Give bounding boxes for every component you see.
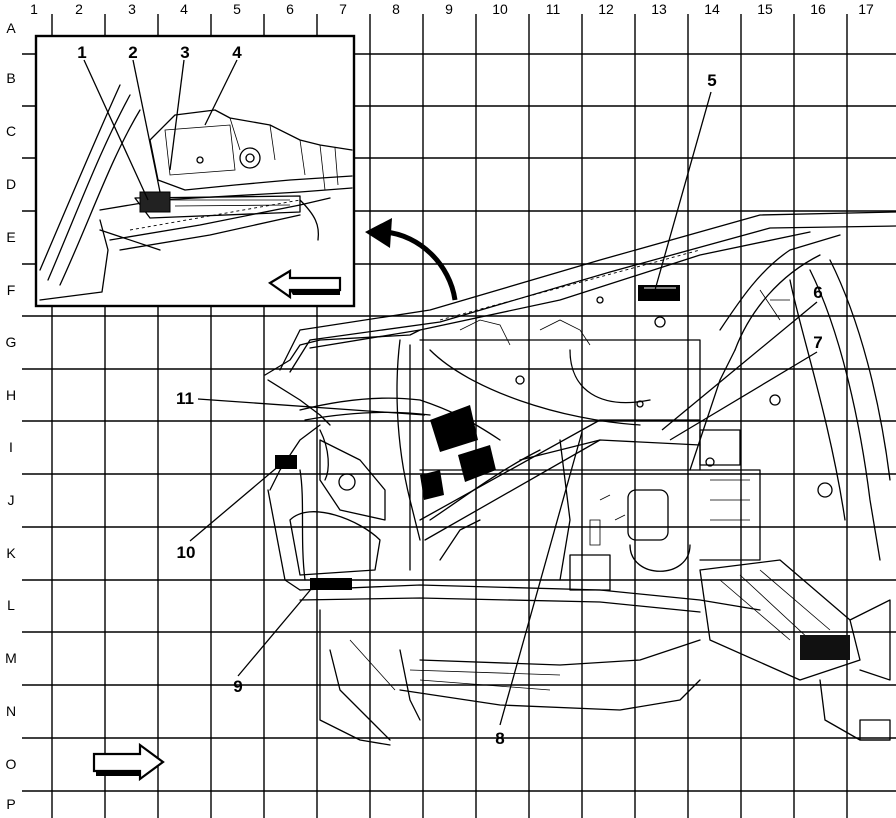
column-label: 13 [651, 1, 667, 17]
column-label: 10 [492, 1, 508, 17]
column-label: 14 [704, 1, 720, 17]
callout-5: 5 [707, 71, 716, 90]
column-label: 12 [598, 1, 614, 17]
callout-3: 3 [180, 43, 189, 62]
row-label: C [6, 123, 16, 139]
row-letters: A B C D E F G H I J K L M N O P [5, 20, 17, 812]
callout-1: 1 [77, 43, 86, 62]
column-label: 4 [180, 1, 188, 17]
row-label: E [6, 229, 15, 245]
curved-arrow-icon [365, 218, 458, 301]
callout-8: 8 [495, 729, 504, 748]
column-label: 8 [392, 1, 400, 17]
row-label: G [6, 334, 17, 350]
callout-11: 11 [176, 389, 194, 408]
column-label: 2 [75, 1, 83, 17]
column-label: 6 [286, 1, 294, 17]
row-label: L [7, 597, 15, 613]
column-label: 9 [445, 1, 453, 17]
column-numbers: 1 2 3 4 5 6 7 8 9 10 11 12 13 14 15 16 1… [30, 1, 874, 17]
callout-2: 2 [128, 43, 137, 62]
column-label: 11 [546, 1, 561, 17]
row-label: J [8, 492, 15, 508]
right-arrow-icon [92, 742, 165, 782]
column-label: 7 [339, 1, 347, 17]
callout-9: 9 [233, 677, 242, 696]
row-label: F [7, 282, 16, 298]
row-label: B [6, 70, 15, 86]
detail-inset [34, 34, 356, 308]
column-label: 1 [30, 1, 38, 17]
row-label: K [6, 545, 16, 561]
column-label: 16 [810, 1, 826, 17]
column-label: 3 [128, 1, 136, 17]
row-label: D [6, 176, 16, 192]
inset-leaders [83, 59, 238, 201]
row-label: A [6, 20, 16, 36]
callout-10: 10 [177, 543, 196, 562]
left-arrow-icon [267, 269, 342, 300]
row-label: I [9, 439, 13, 455]
row-label: O [6, 756, 17, 772]
column-label: 17 [858, 1, 874, 17]
row-label: P [6, 796, 15, 812]
main-leaders [189, 91, 818, 726]
callout-numbers: 1 2 3 4 5 6 7 8 9 10 11 [77, 43, 822, 748]
vehicle-rear-compartment [264, 211, 896, 746]
row-label: M [5, 650, 17, 666]
callout-6: 6 [813, 283, 822, 302]
column-label: 5 [233, 1, 241, 17]
callout-4: 4 [232, 43, 242, 62]
column-label: 15 [757, 1, 773, 17]
row-label: N [6, 703, 16, 719]
callout-7: 7 [813, 333, 822, 352]
row-label: H [6, 387, 16, 403]
